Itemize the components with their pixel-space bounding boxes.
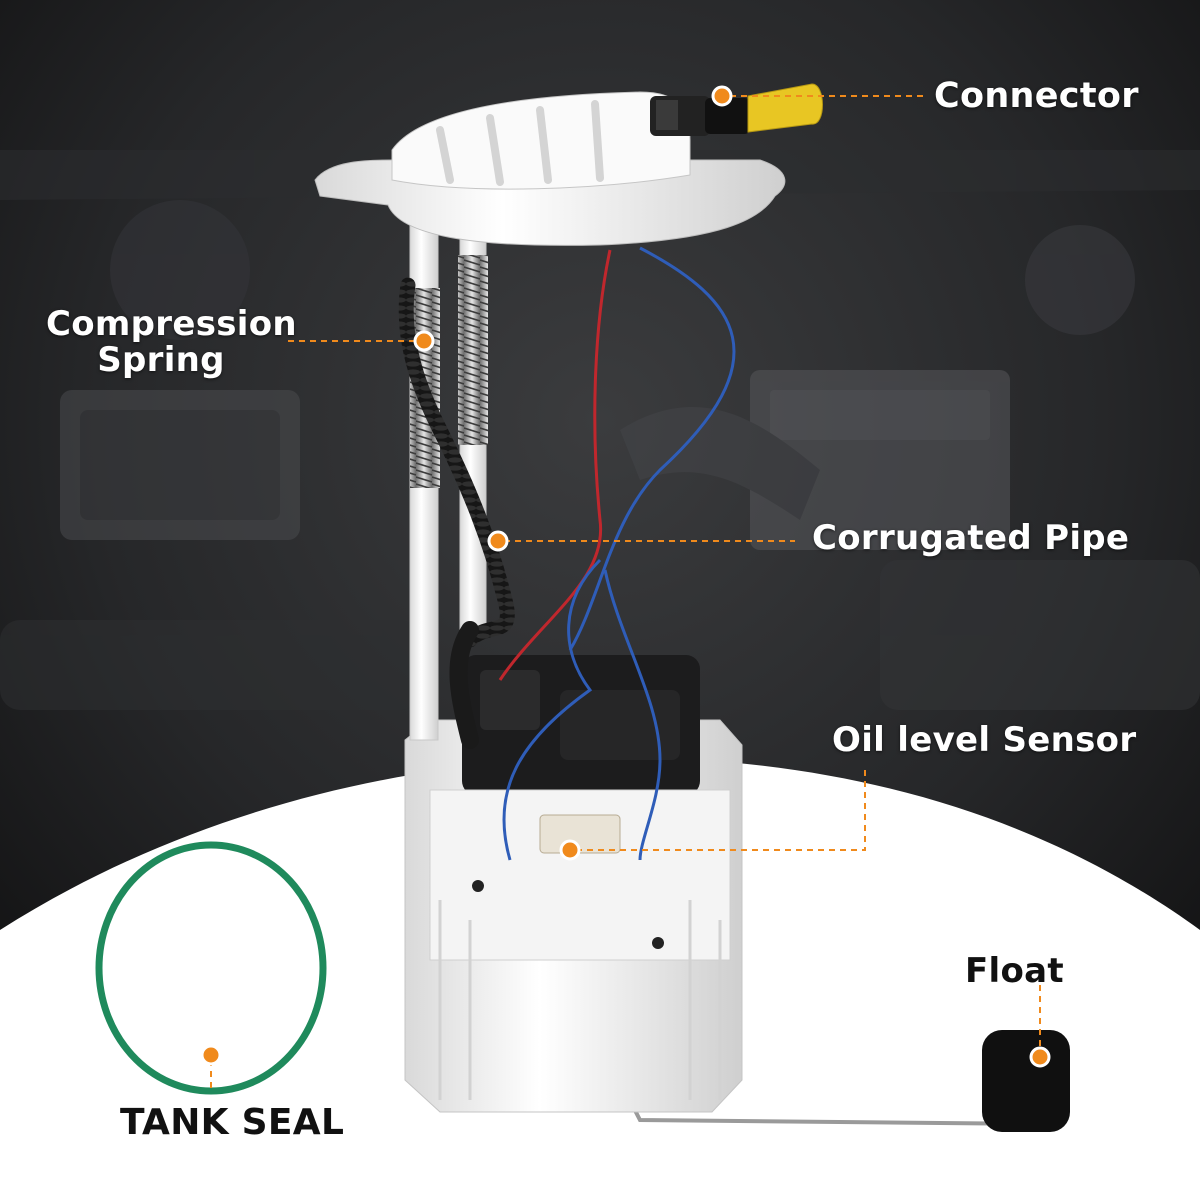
top-flange	[314, 91, 786, 246]
tank-seal-ring	[95, 841, 327, 1095]
pump-body	[404, 655, 743, 1113]
compression-spring-label: Compression Spring	[46, 304, 297, 380]
callout-markers	[200, 85, 1051, 1068]
corrugated-pipe	[398, 277, 515, 648]
wiring	[498, 246, 736, 861]
seal-marker	[200, 1044, 222, 1066]
compression-spring-label-line1: Compression	[46, 304, 297, 344]
spring-marker	[413, 330, 435, 352]
oil-level-sensor-label: Oil level Sensor	[832, 720, 1137, 760]
float-label: Float	[965, 951, 1064, 991]
connector-marker	[711, 85, 733, 107]
corrugated-pipe-label: Corrugated Pipe	[812, 518, 1130, 558]
float-marker	[1029, 1046, 1051, 1068]
tank-seal-label: TANK SEAL	[120, 1102, 345, 1143]
connector-label: Connector	[934, 76, 1139, 116]
compression-spring-right	[458, 255, 488, 445]
sensor-marker	[559, 839, 581, 861]
compression-spring-label-line2: Spring	[97, 340, 225, 380]
float-body	[982, 1030, 1070, 1132]
pipe-marker	[487, 530, 509, 552]
